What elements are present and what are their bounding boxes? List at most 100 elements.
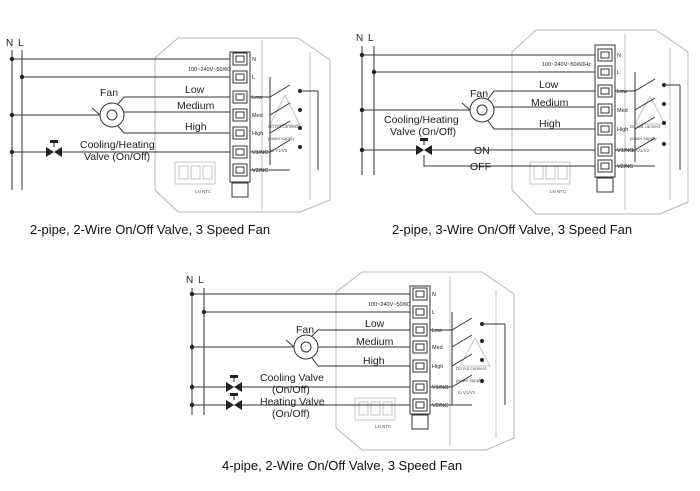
terminal-label-high: High <box>252 131 263 137</box>
ntc-terminal <box>411 414 429 430</box>
speed-low-label: Low <box>185 84 205 96</box>
switch-icon <box>250 77 319 171</box>
voltage-label: 100~240V~50/60Hz <box>188 67 237 73</box>
svg-text:power supply: power supply <box>268 136 295 141</box>
ntc-terminal <box>596 177 614 193</box>
fan-icon <box>461 97 495 123</box>
terminal-label-v2-nc: V2/NC <box>252 168 268 174</box>
speed-low-label: Low <box>539 79 559 91</box>
svg-text:LN NTC: LN NTC <box>550 189 567 194</box>
diagram-2-caption: 2-pipe, 3-Wire On/Off Valve, 3 Speed Fan <box>392 222 632 237</box>
terminal-label-high: High <box>432 364 443 370</box>
valve-label-line1: Cooling/Heating <box>80 139 155 151</box>
svg-text:LN NTC: LN NTC <box>375 424 392 429</box>
speed-low-label: Low <box>365 318 385 330</box>
switch-icon <box>430 312 506 406</box>
svg-text:Do not connect: Do not connect <box>268 124 299 129</box>
terminal-screw <box>412 287 428 301</box>
terminal-label-v1-no: V1/NO <box>252 150 269 156</box>
valve-icon <box>416 138 432 155</box>
terminal-label-l: L <box>252 75 255 81</box>
svg-text:power supply: power supply <box>456 378 483 383</box>
svg-text:to V1/V2: to V1/V2 <box>458 390 476 395</box>
voltage-label: 100~240V~50/60Hz <box>368 302 417 308</box>
cooling-valve-label-line2: (On/Off) <box>272 384 310 396</box>
terminal-screw <box>597 65 613 79</box>
fan-label: Fan <box>100 87 118 99</box>
terminal-screw <box>412 398 428 412</box>
display-window <box>174 161 216 185</box>
terminal-screw <box>232 126 248 140</box>
fan-label: Fan <box>296 324 314 336</box>
svg-text:Do not connect: Do not connect <box>456 366 487 371</box>
junction-dot-icon <box>19 74 25 80</box>
valve-label-line2: Valve (On/Off) <box>84 151 150 163</box>
speed-high-label: High <box>539 118 561 130</box>
terminal-screw <box>597 48 613 62</box>
valve-on-label: ON <box>474 145 490 157</box>
speed-high-label: High <box>185 121 207 133</box>
speed-medium-label: Medium <box>356 336 394 348</box>
terminal-label-v2-nc: V2/NC <box>432 403 448 409</box>
diagram-1-caption: 2-pipe, 2-Wire On/Off Valve, 3 Speed Fan <box>30 222 270 237</box>
terminal-screw <box>412 323 428 337</box>
speed-high-label: High <box>363 355 385 367</box>
switch-icon <box>615 72 681 170</box>
fan-icon <box>91 102 125 128</box>
live-label: L <box>368 33 374 44</box>
terminal-screw <box>597 143 613 157</box>
neutral-label: N <box>186 275 193 286</box>
junction-dot-icon <box>9 56 15 62</box>
valve-label-line1: Cooling/Heating <box>384 114 459 126</box>
terminal-screw <box>412 359 428 373</box>
terminal-screw <box>597 84 613 98</box>
terminal-screw <box>597 159 613 173</box>
terminal-screw <box>412 340 428 354</box>
terminal-label-v1-no: V1/NO <box>432 385 449 391</box>
terminal-screw <box>232 108 248 122</box>
terminal-label-low: Low <box>617 89 627 95</box>
heating-valve-label-line2: (On/Off) <box>272 408 310 420</box>
terminal-label-low: Low <box>432 328 442 334</box>
speed-medium-label: Medium <box>531 97 569 109</box>
terminal-screw <box>232 70 248 84</box>
svg-text:to V1/V2: to V1/V2 <box>270 148 288 153</box>
terminal-label-l: L <box>432 310 435 316</box>
terminal-label-low: Low <box>252 95 262 101</box>
terminal-screw <box>232 145 248 159</box>
speed-medium-label: Medium <box>177 100 215 112</box>
svg-text:power supply: power supply <box>630 136 657 141</box>
display-window <box>529 161 571 185</box>
terminal-label-v2-nc: V2/NC <box>617 164 633 170</box>
terminal-screw <box>232 163 248 177</box>
valve-icon <box>46 140 62 157</box>
valve-icon <box>226 375 242 392</box>
terminal-screw <box>232 90 248 104</box>
terminal-label-med: Med <box>432 345 443 351</box>
terminal-label-n: N <box>252 57 256 63</box>
terminal-label-v1-no: V1/NO <box>617 148 634 154</box>
cooling-valve-label-line1: Cooling Valve <box>260 372 324 384</box>
terminal-label-n: N <box>432 292 436 298</box>
live-label: L <box>198 275 204 286</box>
neutral-label: N <box>6 38 13 49</box>
display-window <box>354 397 396 421</box>
diagram-3-caption: 4-pipe, 2-Wire On/Off Valve, 3 Speed Fan <box>222 458 462 473</box>
svg-text:Do not connect: Do not connect <box>630 124 661 129</box>
valve-icon <box>226 393 242 410</box>
valve-label-line2: Valve (On/Off) <box>390 126 456 138</box>
terminal-label-l: L <box>617 70 620 76</box>
diagram-2pipe-3wire: LN NTC Do not connect power supply to V1… <box>356 29 689 237</box>
ntc-terminal <box>231 182 249 198</box>
valve-off-label: OFF <box>470 161 491 173</box>
diagram-2pipe-2wire: LN NTC Do not connect power supply to V1… <box>6 37 331 237</box>
terminal-screw <box>232 52 248 66</box>
terminal-screw <box>412 380 428 394</box>
heating-valve-label-line1: Heating Valve <box>260 396 325 408</box>
terminal-label-med: Med <box>252 113 263 119</box>
terminal-screw <box>597 103 613 117</box>
